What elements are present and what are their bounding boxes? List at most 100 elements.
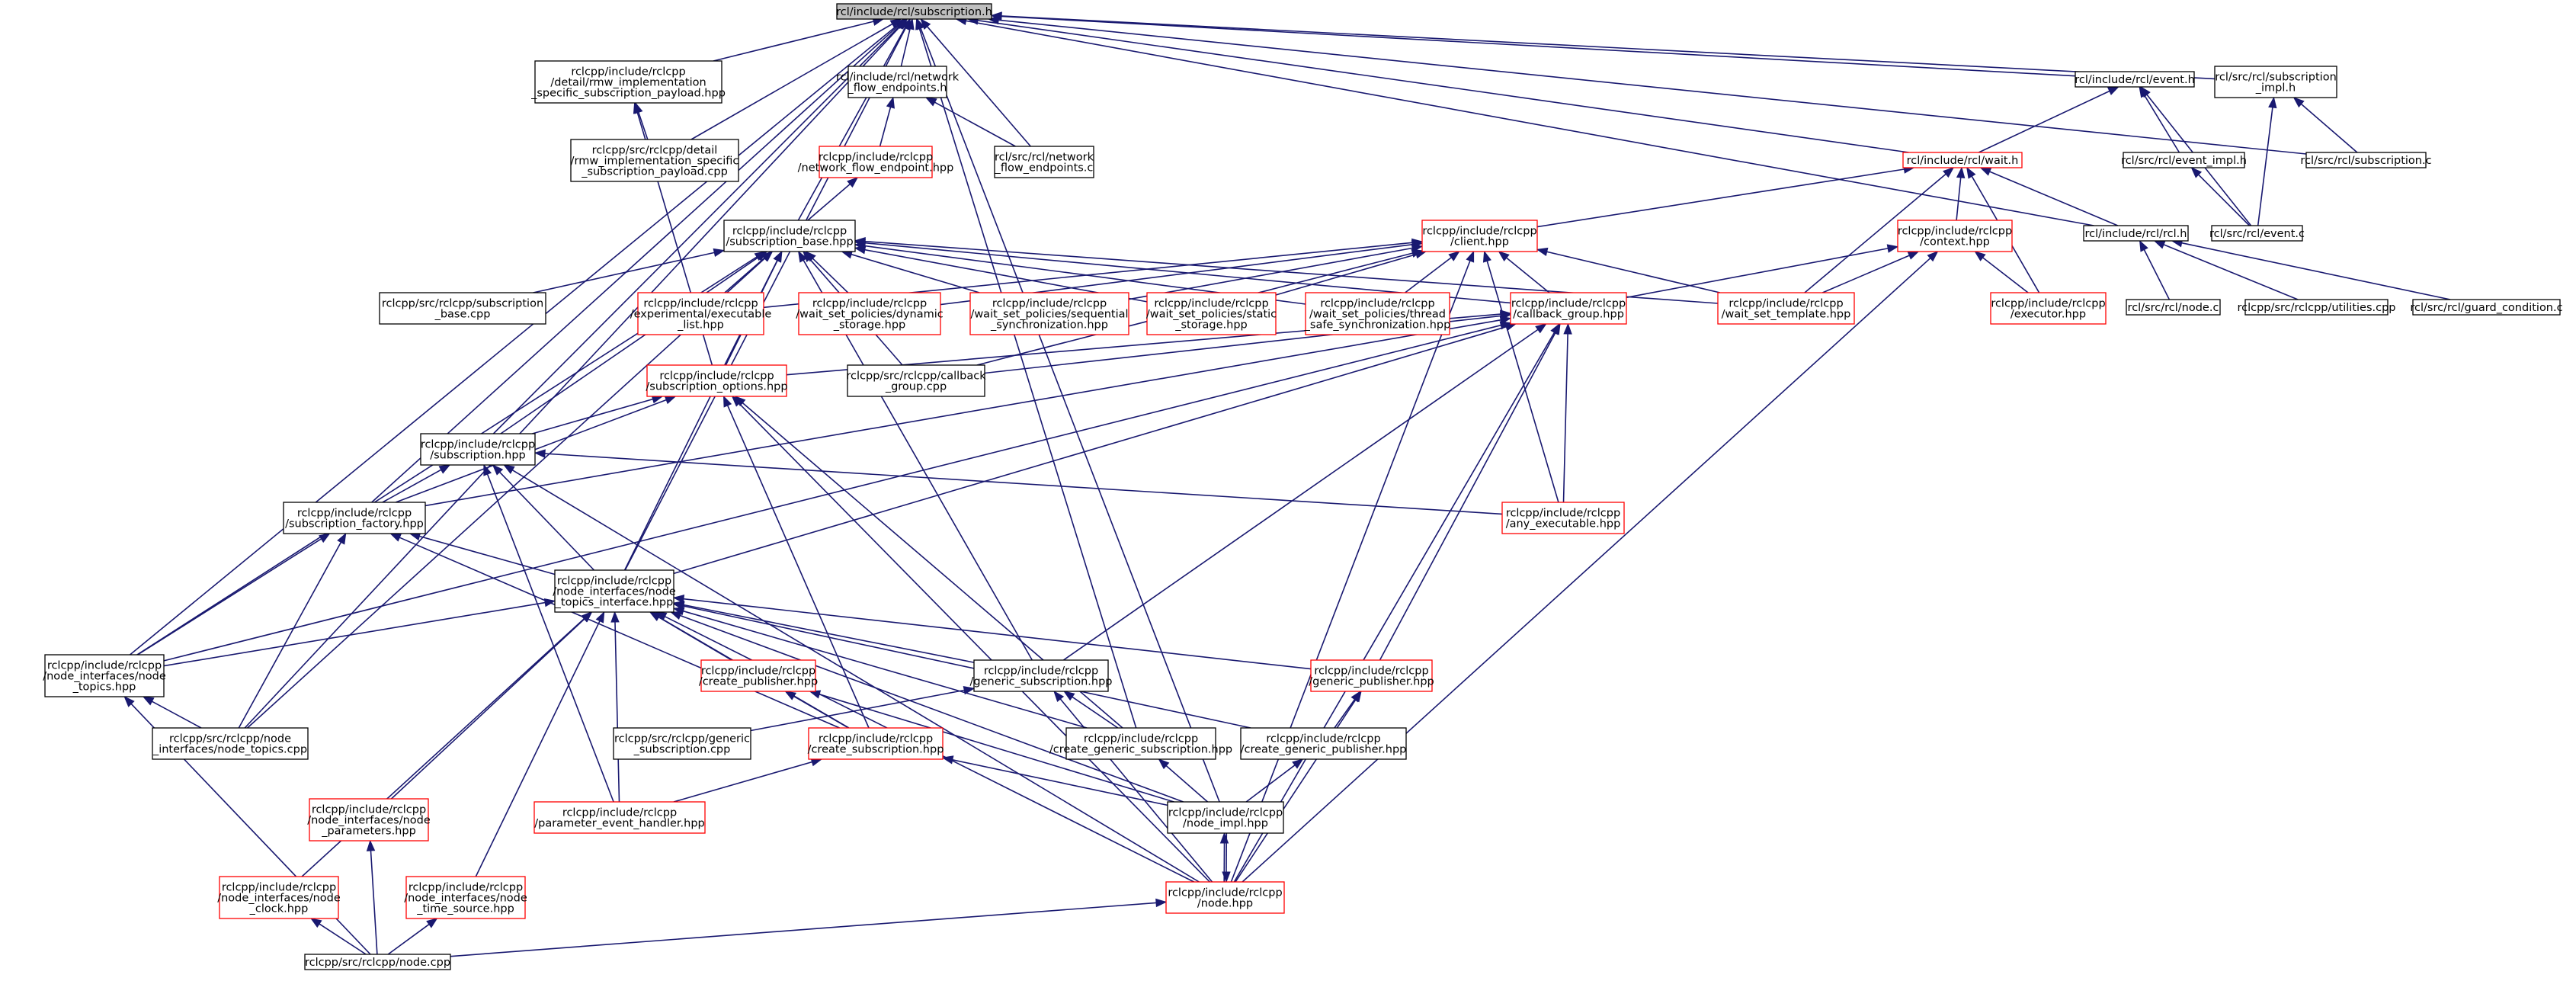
node-box[interactable] xyxy=(798,292,941,335)
node-box[interactable] xyxy=(1990,292,2107,325)
node-subscription_c[interactable]: rcl/src/rcl/subscription.c xyxy=(2300,152,2432,168)
node-box[interactable] xyxy=(533,801,706,834)
node-box[interactable] xyxy=(1902,152,2023,168)
node-generic_pub_hpp[interactable]: rclcpp/include/rclcpp/generic_publisher.… xyxy=(1309,659,1434,692)
node-box[interactable] xyxy=(219,876,339,919)
node-box[interactable] xyxy=(1897,220,2013,252)
node-box[interactable] xyxy=(379,292,546,325)
node-cb_group_hpp[interactable]: rclcpp/include/rclcpp/callback_group.hpp xyxy=(1510,292,1627,325)
node-context_hpp[interactable]: rclcpp/include/rclcpp/context.hpp xyxy=(1897,220,2013,252)
node-box[interactable] xyxy=(819,146,933,178)
node-box[interactable] xyxy=(534,60,722,104)
node-event_impl_h[interactable]: rcl/src/rcl/event_impl.h xyxy=(2121,152,2247,168)
node-node_c[interactable]: rcl/src/rcl/node.c xyxy=(2126,299,2221,316)
node-box[interactable] xyxy=(44,654,165,697)
node-node_impl_hpp[interactable]: rclcpp/include/rclcpp/node_impl.hpp xyxy=(1167,801,1284,834)
node-box[interactable] xyxy=(1501,502,1625,534)
node-ws_thread_hpp[interactable]: rclcpp/include/rclcpp/wait_set_policies/… xyxy=(1304,292,1451,335)
node-payload_hpp[interactable]: rclcpp/include/rclcpp/detail/rmw_impleme… xyxy=(530,60,726,104)
node-box[interactable] xyxy=(2214,66,2337,98)
node-box[interactable] xyxy=(1065,727,1216,760)
node-nfe_h[interactable]: rcl/include/rcl/network_flow_endpoints.h xyxy=(836,66,960,98)
node-sub_base_cpp[interactable]: rclcpp/src/rclcpp/subscription_base.cpp xyxy=(379,292,546,325)
node-topics_iface_hpp[interactable]: rclcpp/include/rclcpp/node_interfaces/no… xyxy=(553,569,676,613)
node-box[interactable] xyxy=(847,66,947,98)
node-box[interactable] xyxy=(1167,801,1284,834)
node-ws_static_hpp[interactable]: rclcpp/include/rclcpp/wait_set_policies/… xyxy=(1146,292,1277,335)
node-box[interactable] xyxy=(2412,299,2561,316)
node-create_gen_sub_hpp[interactable]: rclcpp/include/rclcpp/create_generic_sub… xyxy=(1049,727,1232,760)
node-node_topics_cpp[interactable]: rclcpp/src/rclcpp/node_interfaces/node_t… xyxy=(152,727,309,760)
node-box[interactable] xyxy=(1510,292,1627,325)
node-subscription_hpp[interactable]: rclcpp/include/rclcpp/subscription.hpp xyxy=(420,433,536,466)
node-event_h[interactable]: rcl/include/rcl/event.h xyxy=(2075,71,2195,88)
node-box[interactable] xyxy=(973,659,1109,692)
node-create_gen_pub_hpp[interactable]: rclcpp/include/rclcpp/create_generic_pub… xyxy=(1240,727,1407,760)
node-box[interactable] xyxy=(1165,881,1285,914)
node-box[interactable] xyxy=(309,798,429,842)
node-box[interactable] xyxy=(723,220,856,252)
node-root[interactable]: rcl/include/rcl/subscription.h xyxy=(836,3,992,20)
node-node_topics_hpp[interactable]: rclcpp/include/rclcpp/node_interfaces/no… xyxy=(43,654,166,697)
node-generic_sub_cpp[interactable]: rclcpp/src/rclcpp/generic_subscription.c… xyxy=(613,727,751,760)
node-create_pub_hpp[interactable]: rclcpp/include/rclcpp/create_publisher.h… xyxy=(699,659,818,692)
node-box[interactable] xyxy=(808,727,944,760)
node-box[interactable] xyxy=(2305,152,2427,168)
node-box[interactable] xyxy=(637,292,764,335)
node-box[interactable] xyxy=(2211,225,2303,242)
node-sub_factory_hpp[interactable]: rclcpp/include/rclcpp/subscription_facto… xyxy=(283,502,426,534)
node-payload_cpp[interactable]: rclcpp/src/rclcpp/detail/rmw_implementat… xyxy=(570,139,739,182)
node-box[interactable] xyxy=(613,727,751,760)
node-ws_template_hpp[interactable]: rclcpp/include/rclcpp/wait_set_template.… xyxy=(1717,292,1855,325)
node-box[interactable] xyxy=(1717,292,1855,325)
node-sub_impl_h[interactable]: rcl/src/rcl/subscription_impl.h xyxy=(2214,66,2337,98)
node-cb_group_cpp[interactable]: rclcpp/src/rclcpp/callback_group.cpp xyxy=(846,364,986,397)
node-param_handler_hpp[interactable]: rclcpp/include/rclcpp/parameter_event_ha… xyxy=(533,801,706,834)
node-box[interactable] xyxy=(2244,299,2389,316)
node-rcl_h[interactable]: rcl/include/rcl/rcl.h xyxy=(2083,225,2189,242)
node-node_params_hpp[interactable]: rclcpp/include/rclcpp/node_interfaces/no… xyxy=(307,798,431,842)
node-box[interactable] xyxy=(2083,225,2189,242)
node-create_sub_hpp[interactable]: rclcpp/include/rclcpp/create_subscriptio… xyxy=(808,727,944,760)
node-box[interactable] xyxy=(847,364,985,397)
node-event_c[interactable]: rcl/src/rcl/event.c xyxy=(2209,225,2305,242)
node-box[interactable] xyxy=(1310,659,1433,692)
node-ws_seq_hpp[interactable]: rclcpp/include/rclcpp/wait_set_policies/… xyxy=(969,292,1129,335)
node-box[interactable] xyxy=(304,954,451,970)
node-box[interactable] xyxy=(969,292,1129,335)
node-box[interactable] xyxy=(1240,727,1407,760)
node-node_hpp[interactable]: rclcpp/include/rclcpp/node.hpp xyxy=(1165,881,1285,914)
node-node_time_hpp[interactable]: rclcpp/include/rclcpp/node_interfaces/no… xyxy=(404,876,527,919)
node-node_cpp[interactable]: rclcpp/src/rclcpp/node.cpp xyxy=(304,954,451,970)
node-ws_dyn_hpp[interactable]: rclcpp/include/rclcpp/wait_set_policies/… xyxy=(796,292,944,335)
node-box[interactable] xyxy=(570,139,739,182)
node-box[interactable] xyxy=(2126,299,2221,316)
node-node_clock_hpp[interactable]: rclcpp/include/rclcpp/node_interfaces/no… xyxy=(217,876,341,919)
node-any_exec_hpp[interactable]: rclcpp/include/rclcpp/any_executable.hpp xyxy=(1501,502,1625,534)
node-box[interactable] xyxy=(283,502,426,534)
node-box[interactable] xyxy=(2123,152,2245,168)
node-wait_h[interactable]: rcl/include/rcl/wait.h xyxy=(1902,152,2023,168)
node-client_hpp[interactable]: rclcpp/include/rclcpp/client.hpp xyxy=(1421,220,1538,252)
node-sub_options_hpp[interactable]: rclcpp/include/rclcpp/subscription_optio… xyxy=(646,364,788,397)
node-box[interactable] xyxy=(646,364,787,397)
node-utilities_cpp[interactable]: rclcpp/src/rclcpp/utilities.cpp xyxy=(2237,299,2396,316)
node-box[interactable] xyxy=(420,433,536,466)
node-box[interactable] xyxy=(2075,71,2195,88)
node-guard_c[interactable]: rcl/src/rcl/guard_condition.c xyxy=(2410,299,2563,316)
node-executor_hpp[interactable]: rclcpp/include/rclcpp/executor.hpp xyxy=(1990,292,2107,325)
node-box[interactable] xyxy=(554,569,674,613)
node-box[interactable] xyxy=(1146,292,1277,335)
node-sub_base_hpp[interactable]: rclcpp/include/rclcpp/subscription_base.… xyxy=(723,220,856,252)
node-box[interactable] xyxy=(405,876,526,919)
node-exec_list_hpp[interactable]: rclcpp/include/rclcpp/experimental/execu… xyxy=(630,292,772,335)
node-box[interactable] xyxy=(836,3,992,20)
node-box[interactable] xyxy=(994,146,1094,178)
node-nfe_c[interactable]: rcl/src/rcl/network_flow_endpoints.c xyxy=(994,146,1094,178)
node-generic_sub_hpp[interactable]: rclcpp/include/rclcpp/generic_subscripti… xyxy=(970,659,1113,692)
node-box[interactable] xyxy=(1421,220,1538,252)
node-box[interactable] xyxy=(700,659,816,692)
node-box[interactable] xyxy=(152,727,309,760)
node-nfe_hpp[interactable]: rclcpp/include/rclcpp/network_flow_endpo… xyxy=(798,146,954,178)
node-box[interactable] xyxy=(1305,292,1450,335)
